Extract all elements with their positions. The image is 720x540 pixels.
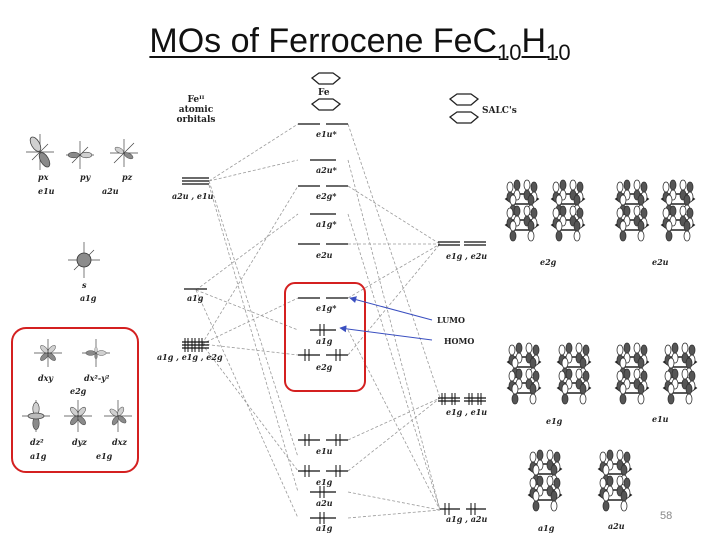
- mo-label-e1g: e1g: [316, 477, 333, 487]
- page-number: 58: [660, 510, 673, 522]
- fe-level-label-a1g-e1g-e2g: a1g , e1g , e2g: [157, 352, 223, 362]
- mo-label-e1g-star: e1g*: [316, 303, 337, 313]
- title-text: MOs of Ferrocene Fe: [149, 22, 473, 60]
- mo-label-a2u: a2u: [316, 498, 333, 508]
- salc-label-a1g: a1g: [538, 523, 555, 533]
- salc-orbital-e1u-1: [616, 343, 648, 404]
- ao-label-dx2-y2: dx²-y²: [84, 373, 110, 383]
- salc-orbital-e1g-1: [508, 343, 540, 404]
- dyz-orbital-icon: [64, 400, 92, 432]
- fe-levels: [182, 177, 209, 349]
- frontier-orbital-highlight-box: [284, 282, 366, 392]
- salc-rings-icon: [449, 93, 479, 124]
- homo-arrow: [339, 325, 433, 341]
- salc-label-e2g: e2g: [540, 257, 557, 267]
- salc-orbital-e2u-2: [662, 180, 694, 241]
- s-orbital-icon: [68, 242, 100, 278]
- mo-label-e2u: e2u: [316, 250, 333, 260]
- salc-level-label-e1g-e2u: e1g , e2u: [446, 251, 488, 261]
- salc-label-e1g: e1g: [546, 416, 563, 426]
- ao-label-pz: pz: [122, 172, 133, 182]
- ao-label-a1g-s: a1g: [80, 293, 97, 303]
- salc-orbital-a2u: [599, 450, 631, 511]
- mo-label-e1u-star: e1u*: [316, 129, 337, 139]
- salc-orbital-e2g-2: [552, 180, 584, 241]
- mo-levels: [298, 123, 348, 519]
- salc-orbital-e2g-1: [506, 180, 538, 241]
- ao-label-s: s: [82, 280, 87, 290]
- fe-electrons: [184, 338, 203, 352]
- title-c: C: [472, 22, 498, 60]
- ao-label-dyz: dyz: [72, 437, 87, 447]
- fe-column-title-line-2: atomic: [178, 105, 214, 115]
- ao-label-dz2: dz²: [30, 437, 44, 447]
- mo-label-e2g-star: e2g*: [316, 191, 337, 201]
- mo-label-a1g-homo: a1g: [316, 336, 333, 346]
- fe-column-title: Feᴵᴵ atomic orbitals: [168, 95, 224, 125]
- ao-label-e1g: e1g: [96, 451, 113, 461]
- mo-electrons: [304, 324, 341, 524]
- fe-column-title-line-1: Feᴵᴵ: [187, 95, 205, 105]
- salc-level-label-e1g-e1u: e1g , e1u: [446, 407, 488, 417]
- salc-orbital-e2u-1: [616, 180, 648, 241]
- salc-label-e1u: e1u: [652, 414, 669, 424]
- d-orbital-highlight-box: [11, 327, 139, 473]
- correlation-lines: [195, 123, 441, 519]
- salc-label-e2u: e2u: [652, 257, 669, 267]
- dxz-orbital-icon: [104, 400, 132, 432]
- ao-label-dxz: dxz: [112, 437, 127, 447]
- py-orbital-icon: [66, 141, 94, 169]
- lumo-arrow: [349, 296, 433, 321]
- ao-label-a2u: a2u: [102, 186, 119, 196]
- mo-label-a2u-star: a2u*: [316, 165, 337, 175]
- fe-label: Fe: [318, 88, 330, 98]
- lumo-label: LUMO: [437, 315, 465, 325]
- px-orbital-icon: [26, 134, 54, 170]
- ao-label-e1u: e1u: [38, 186, 55, 196]
- salc-level-label-a1g-a2u: a1g , a2u: [446, 514, 488, 524]
- fe-level-label-a1g: a1g: [187, 293, 204, 303]
- homo-label: HOMO: [444, 336, 475, 346]
- salc-orbital-a1g: [529, 450, 561, 511]
- title-c-subscript: 10: [497, 39, 522, 65]
- mo-label-a1g-star: a1g*: [316, 219, 337, 229]
- mo-label-e2g: e2g: [316, 362, 333, 372]
- mo-label-e1u: e1u: [316, 446, 333, 456]
- salc-orbital-e1g-2: [558, 343, 590, 404]
- ao-label-dxy: dxy: [38, 373, 54, 383]
- dz2-orbital-icon: [22, 400, 50, 432]
- salc-electrons: [441, 393, 482, 515]
- slide-title: MOs of Ferrocene FeC10H10: [0, 22, 720, 66]
- ao-label-e2g: e2g: [70, 386, 87, 396]
- salc-levels: [438, 241, 486, 510]
- ao-label-a1g-d: a1g: [30, 451, 47, 461]
- fe-column-title-line-3: orbitals: [176, 115, 216, 125]
- pz-orbital-icon: [110, 139, 138, 167]
- salc-orbital-e1u-2: [664, 343, 696, 404]
- salc-label-a2u: a2u: [608, 521, 625, 531]
- fe-level-label-a2u-e1u: a2u , e1u: [172, 191, 214, 201]
- dxy-orbital-icon: [34, 339, 62, 367]
- ao-label-px: px: [38, 172, 49, 182]
- mo-label-a1g: a1g: [316, 523, 333, 533]
- dx2-y2-orbital-icon: [82, 339, 110, 367]
- ao-label-py: py: [80, 172, 91, 182]
- salc-label: SALC's: [482, 106, 517, 116]
- title-h: H: [521, 22, 547, 60]
- title-h-subscript: 10: [546, 39, 571, 65]
